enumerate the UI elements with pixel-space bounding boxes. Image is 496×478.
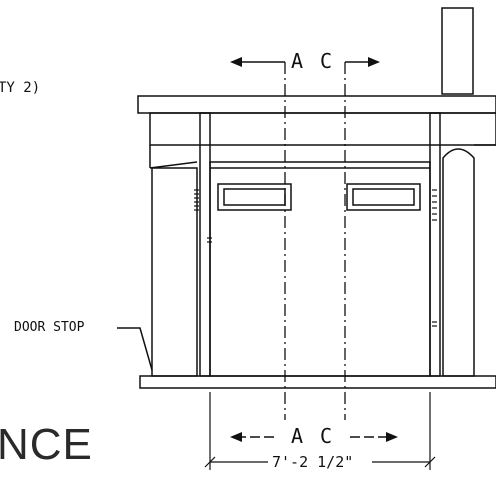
base-slab [139, 375, 496, 389]
right-post [429, 112, 441, 377]
door-panel [209, 161, 431, 377]
arrow-bottom-left [230, 432, 242, 442]
dimension-label: 7'-2 1/2" [272, 453, 354, 471]
arrow-bottom-right [386, 432, 398, 442]
left-vision-window [217, 183, 292, 211]
roof-slab [137, 95, 496, 114]
door-stop-label: DOOR STOP [14, 320, 85, 335]
quantity-label: TY 2) [0, 80, 41, 96]
right-vision-window [346, 183, 421, 211]
hinge-marks [194, 189, 437, 327]
vent-stack [441, 7, 474, 95]
left-post [199, 112, 211, 377]
section-label-a-top: A [291, 49, 304, 73]
roof-fascia [149, 112, 496, 146]
left-wall [151, 167, 198, 377]
section-label-a-bottom: A [291, 424, 304, 448]
right-column [442, 148, 475, 377]
section-label-c-top: C [320, 49, 333, 73]
section-label-c-bottom: C [320, 424, 333, 448]
arrow-top-right [368, 57, 380, 67]
arrow-top-left [230, 57, 242, 67]
door-stop-leader [117, 327, 153, 371]
title-fragment: NCE [0, 420, 93, 469]
